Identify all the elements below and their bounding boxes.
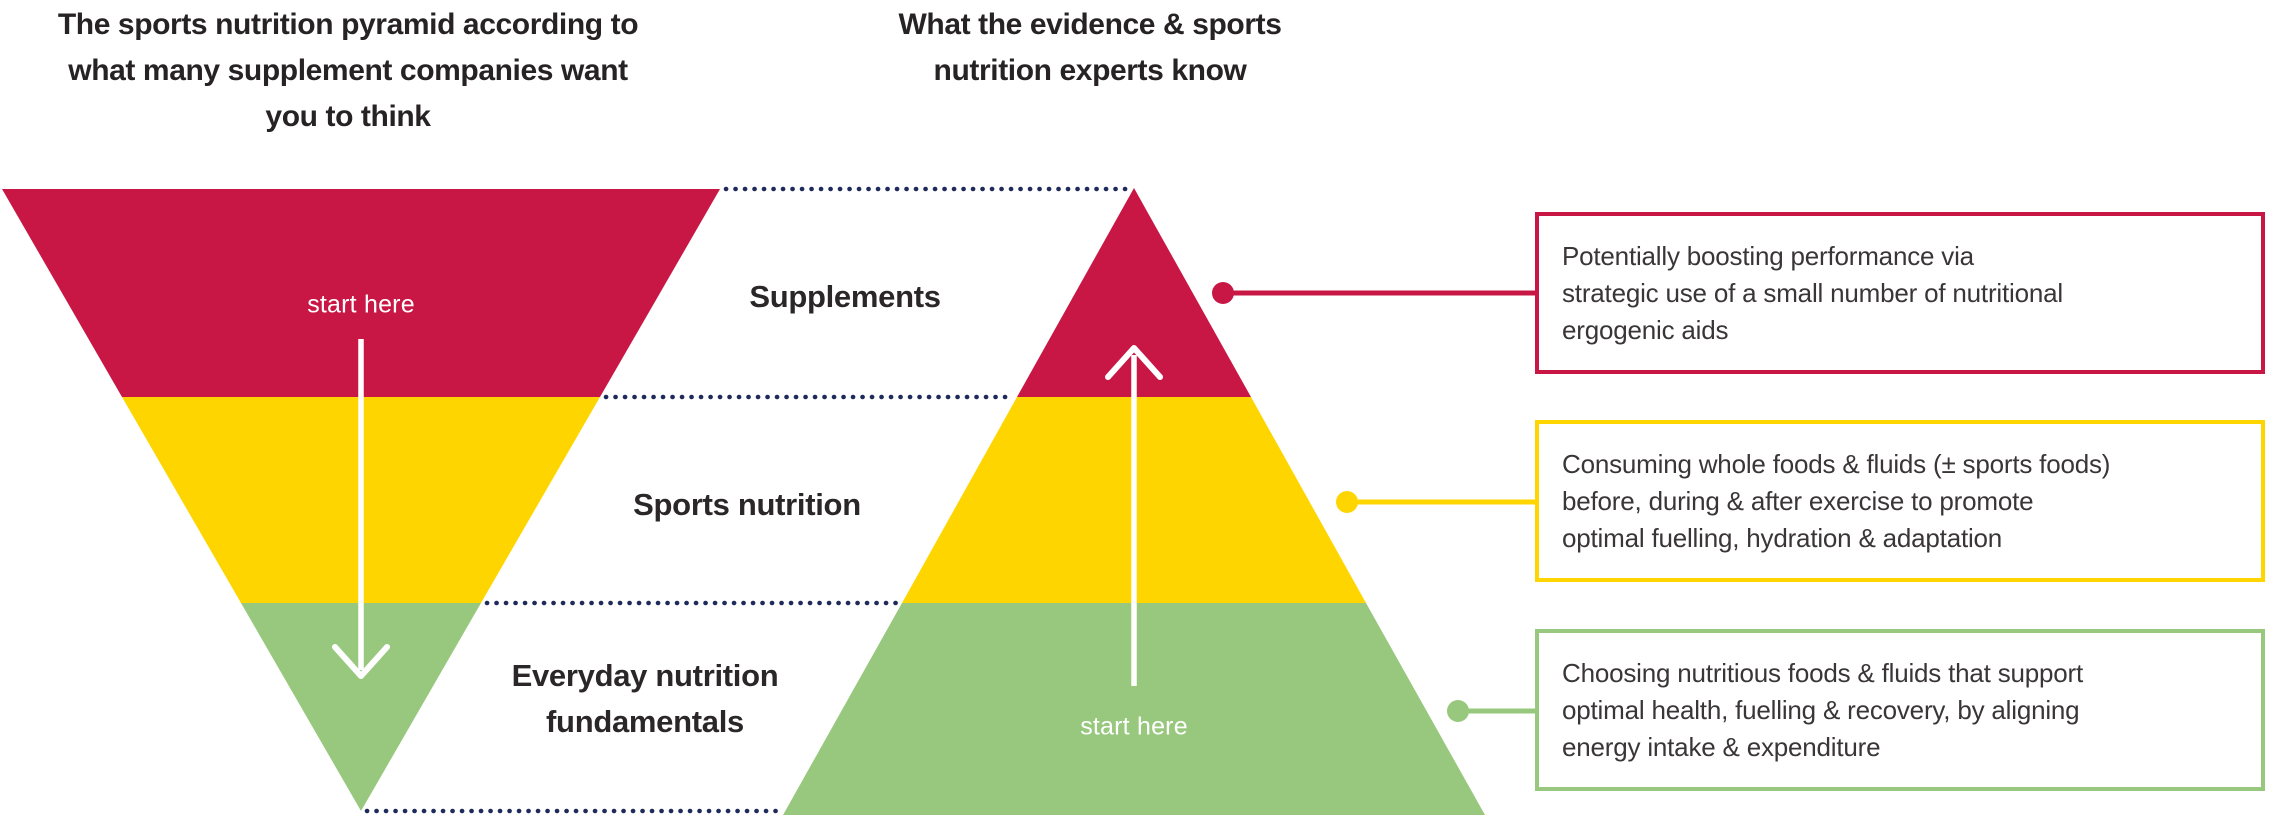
label-supplements: Supplements <box>749 279 941 314</box>
left-title: The sports nutrition pyramid according t… <box>57 8 639 133</box>
start-here-right: start here <box>1080 712 1188 741</box>
annotation-text-supplements: Potentially boosting performance via str… <box>1562 240 2063 345</box>
right-pyramid-everyday-band <box>783 603 1485 815</box>
annotation-box-sports-nutrition: Consuming whole foods & fluids (± sports… <box>1535 420 2265 582</box>
up-arrow-head-icon <box>1105 345 1163 380</box>
left-pyramid-supplements-band <box>2 189 720 397</box>
annotation-text-sports-nutrition: Consuming whole foods & fluids (± sports… <box>1562 448 2111 553</box>
annotation-text-everyday: Choosing nutritious foods & fluids that … <box>1562 657 2084 762</box>
connector-dot-everyday <box>1447 700 1469 722</box>
connector-dot-supplements <box>1212 282 1234 304</box>
connector-dot-sports-nutrition <box>1336 491 1358 513</box>
annotation-box-everyday: Choosing nutritious foods & fluids that … <box>1535 629 2265 791</box>
label-sports-nutrition: Sports nutrition <box>633 487 861 522</box>
annotation-box-supplements: Potentially boosting performance via str… <box>1535 212 2265 374</box>
left-pyramid-everyday-band <box>241 603 481 811</box>
label-everyday: Everyday nutrition fundamentals <box>511 658 779 739</box>
right-title: What the evidence & sports nutrition exp… <box>898 8 1282 87</box>
right-pyramid-supplements-band <box>1017 188 1251 397</box>
start-here-left: start here <box>307 290 415 319</box>
down-arrow-head-icon <box>332 644 390 679</box>
